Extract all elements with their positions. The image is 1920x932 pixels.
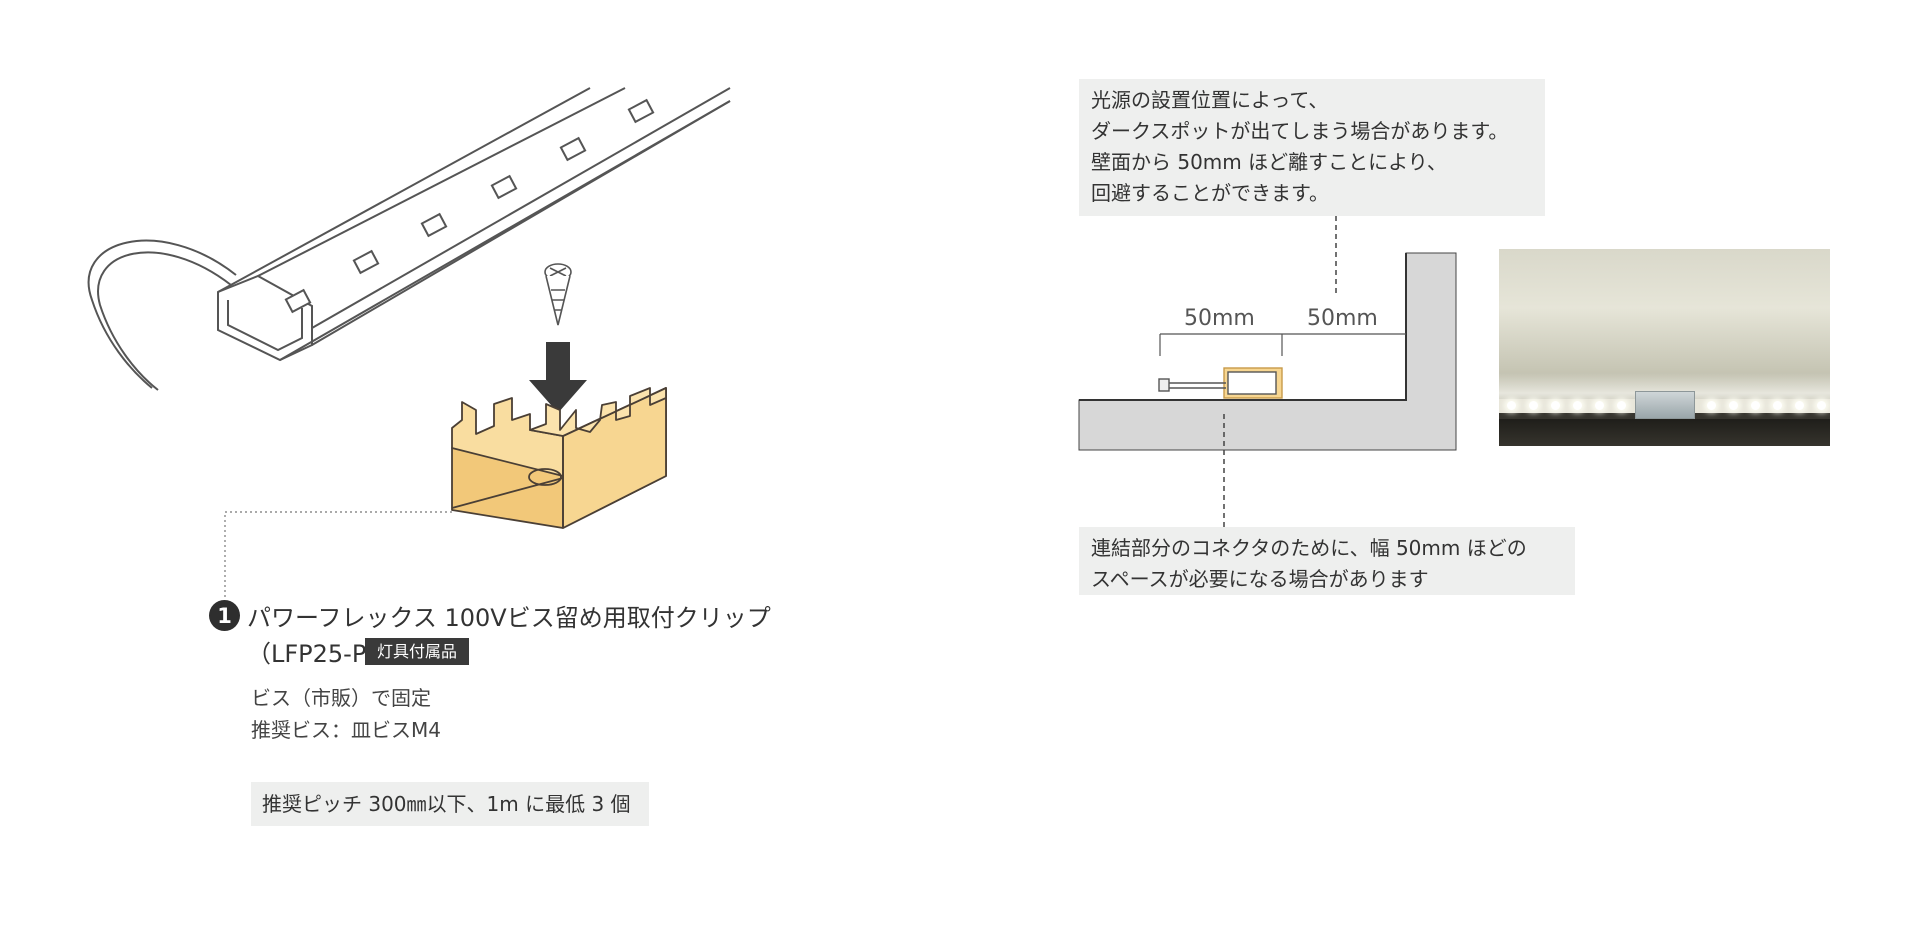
wall-shape <box>1078 252 1457 451</box>
product-title: パワーフレックス 100Vビス留め用取付クリップ <box>247 604 771 632</box>
led-strip-illustration <box>87 87 731 600</box>
connector-illustration <box>1158 367 1283 399</box>
callout-line: スペースが必要になる場合があります <box>1091 567 1429 591</box>
dark-spot-callout: 光源の設置位置によって、 ダークスポットが出てしまう場合があります。 壁面から … <box>1079 79 1545 216</box>
item-number-badge: 1 <box>209 600 240 631</box>
mounting-clip <box>451 387 667 529</box>
callout-line: 光源の設置位置によって、 <box>1091 88 1329 112</box>
led-strip-photo <box>1499 249 1830 446</box>
callout-line: 連結部分のコネクタのために、幅 50mm ほどの <box>1091 536 1527 560</box>
led-chips <box>284 98 655 314</box>
dimension-label-left: 50mm <box>1184 306 1255 331</box>
recommended-screw-note: 推奨ビス：皿ビスM4 <box>251 718 441 742</box>
callout-line: 回避することができます。 <box>1091 181 1329 205</box>
dimension-lines <box>1159 333 1406 356</box>
callout-line: 壁面から 50mm ほど離すことにより、 <box>1091 150 1447 174</box>
screw-icon <box>544 263 572 326</box>
accessory-tag: 灯具付属品 <box>365 638 470 665</box>
fixing-note: ビス（市販）で固定 <box>251 686 431 710</box>
down-arrow-icon <box>529 342 587 413</box>
dimension-label-right: 50mm <box>1307 306 1378 331</box>
wall-section-diagram <box>1078 216 1457 527</box>
connector-space-callout: 連結部分のコネクタのために、幅 50mm ほどの スペースが必要になる場合があり… <box>1079 527 1575 595</box>
power-cable <box>87 239 237 391</box>
callout-line: ダークスポットが出てしまう場合があります。 <box>1091 119 1509 143</box>
pitch-note-box: 推奨ピッチ 300㎜以下、1m に最低 3 個 <box>251 782 649 826</box>
led-channel <box>217 87 731 362</box>
leader-line <box>224 511 452 600</box>
